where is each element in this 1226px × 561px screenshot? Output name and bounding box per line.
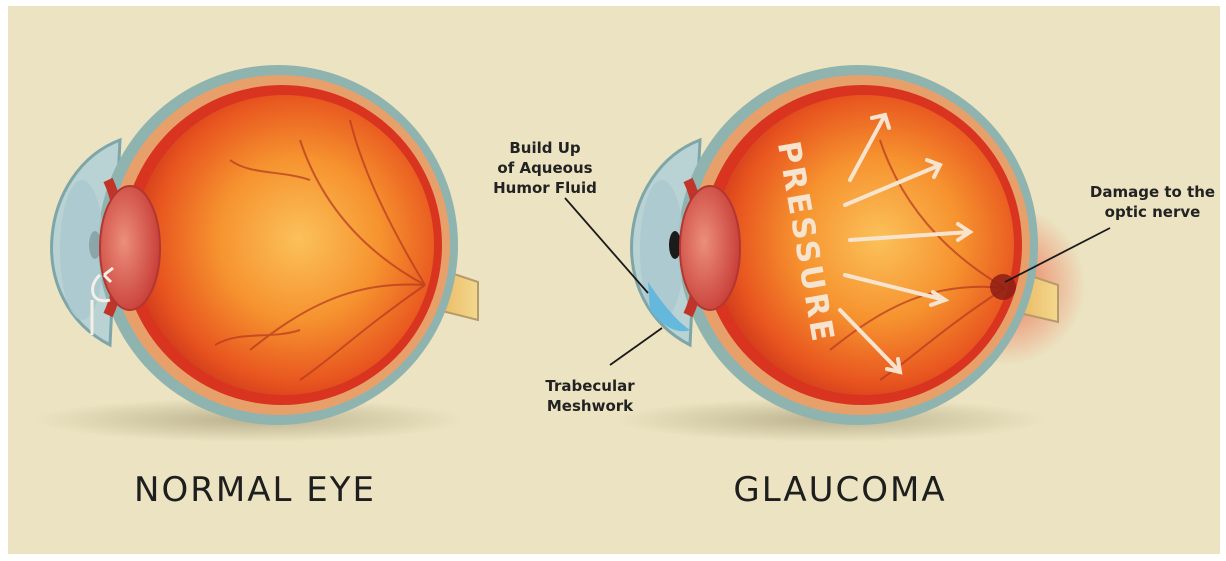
- optic-nerve-damage-label: Damage to the optic nerve: [1080, 182, 1225, 222]
- glaucoma-vitreous: [714, 95, 1014, 395]
- damage-label-line2: optic nerve: [1080, 202, 1225, 222]
- trabecular-label-line2: Meshwork: [530, 396, 650, 416]
- aqueous-humor-label: Build Up of Aqueous Humor Fluid: [480, 138, 610, 198]
- glaucoma-lens: [680, 186, 740, 310]
- damage-label-line1: Damage to the: [1080, 182, 1225, 202]
- aqueous-label-line1: Build Up: [480, 138, 610, 158]
- glaucoma-title: GLAUCOMA: [700, 470, 980, 510]
- trabecular-label-line1: Trabecular: [530, 376, 650, 396]
- trabecular-leader: [610, 328, 662, 365]
- aqueous-label-line2: of Aqueous: [480, 158, 610, 178]
- normal-vitreous: [134, 95, 434, 395]
- normal-eye: [35, 65, 478, 442]
- aqueous-label-line3: Humor Fluid: [480, 178, 610, 198]
- glaucoma-eye: [615, 65, 1085, 442]
- trabecular-meshwork-label: Trabecular Meshwork: [530, 376, 650, 416]
- normal-lens: [100, 186, 160, 310]
- normal-eye-title: NORMAL EYE: [105, 470, 405, 510]
